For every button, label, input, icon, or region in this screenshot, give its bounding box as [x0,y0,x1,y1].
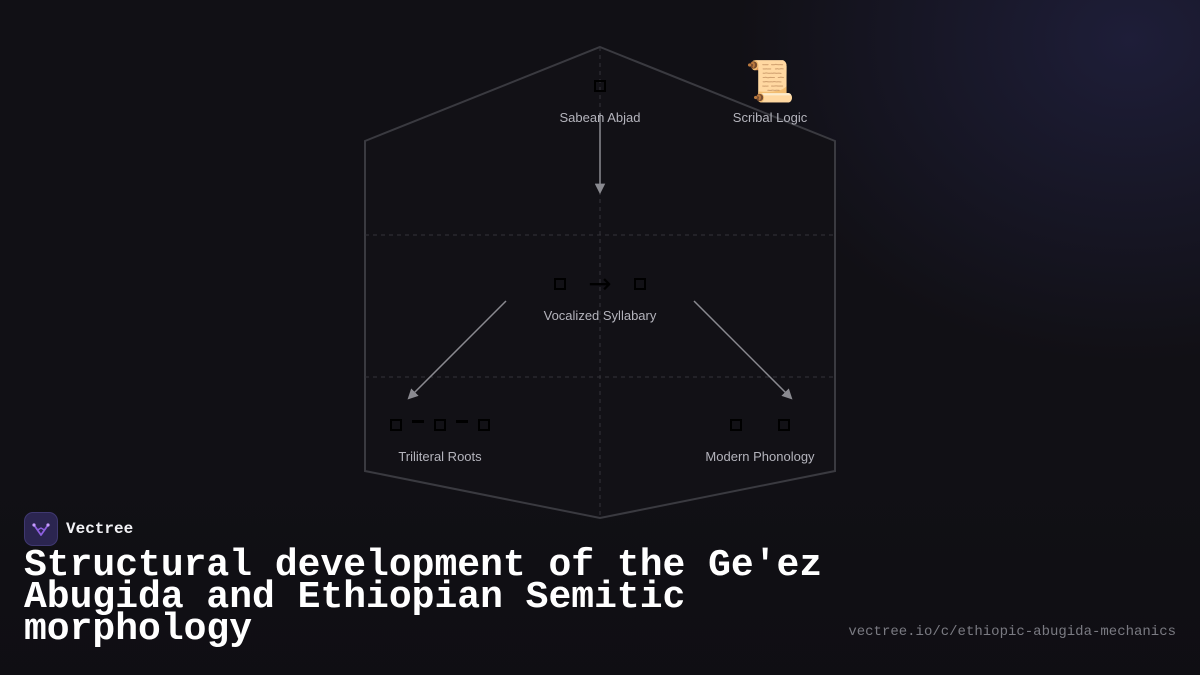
node-triliteral-roots: Triliteral Roots [350,405,530,464]
brand[interactable]: Vectree [24,512,133,546]
glyph-pair-icon [670,405,850,445]
glyph-square-icon [594,80,606,92]
glyph-dash-icon [456,419,468,423]
node-label: Sabean Abjad [559,110,641,125]
glyph-square-icon [478,419,490,431]
glyph-square-icon [730,419,742,431]
brand-name: Vectree [66,520,134,538]
glyph-box-icon [510,66,690,106]
glyph-dash-icon [412,419,424,423]
edge-vocalized-syllabary-to-modern-phonology [693,300,793,400]
node-label: Modern Phonology [705,449,815,464]
glyph-transform-icon: → [510,264,690,304]
node-label: Triliteral Roots [398,449,482,464]
edge-vocalized-syllabary-to-triliteral-roots [407,300,507,400]
node-vocalized-syllabary: → Vocalized Syllabary [510,264,690,324]
node-label: Scribal Logic [732,110,808,125]
source-url[interactable]: vectree.io/c/ethiopic-abugida-mechanics [848,624,1176,640]
page-title: Structural development of the Ge'ez Abug… [24,544,823,651]
glyph-square-icon [778,419,790,431]
node-modern-phonology: Modern Phonology [670,405,850,464]
glyph-square-icon [434,419,446,431]
node-sabean-abjad: Sabean Abjad [510,66,690,125]
vectree-logo-mark [32,523,50,536]
glyph-root-pattern-icon [350,405,530,445]
node-label: Vocalized Syllabary [543,308,657,323]
node-scribal-logic: 📜 Scribal Logic [680,58,860,125]
right-arrow-icon: → [588,267,612,300]
glyph-square-icon [633,278,646,290]
glyph-square-icon [390,419,402,431]
glyph-square-icon [554,278,567,290]
scroll-icon-wrapper: 📜 [680,58,860,106]
vectree-logo-icon [24,512,58,546]
scroll-icon: 📜 [745,59,795,105]
